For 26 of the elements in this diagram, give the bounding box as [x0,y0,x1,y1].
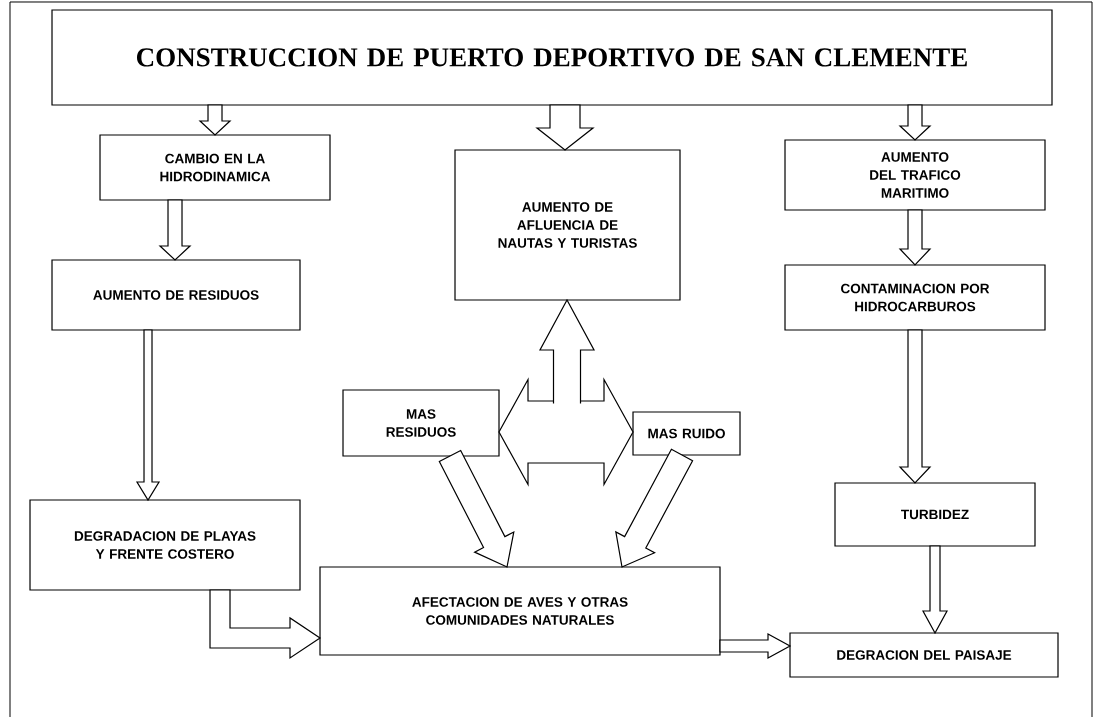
block-arrow [498,377,634,487]
block-arrow [922,545,948,635]
block-arrow [209,589,322,660]
process-box: DEGRADACION DE PLAYAS Y FRENTE COSTERO [29,499,301,591]
block-arrow [898,209,932,266]
title-box: CONSTRUCCION DE PUERTO DEPORTIVO DE SAN CLEMENTE [51,9,1053,106]
block-arrow [898,104,932,141]
process-box: DEGRACION DEL PAISAJE [789,632,1059,678]
process-box: TURBIDEZ [834,482,1036,547]
process-box: AUMENTO DE RESIDUOS [51,259,301,331]
process-box: AFECTACION DE AVES Y OTRAS COMUNIDADES NATURALES [319,566,721,656]
process-box: MAS RESIDUOS [342,389,500,457]
process-box: AUMENTO DE AFLUENCIA DE NAUTAS Y TURISTAS [454,149,681,301]
block-arrow [615,448,694,568]
process-box: CONTAMINACION POR HIDROCARBUROS [784,264,1046,331]
process-box: AUMENTO DEL TRAFICO MARITIMO [784,139,1046,211]
block-arrow [135,329,161,502]
block-arrow [898,329,932,484]
block-arrow [158,199,192,261]
process-box: CAMBIO EN LA HIDRODINAMICA [99,134,331,201]
block-arrow [719,632,792,659]
block-arrow [539,298,595,405]
block-arrow [198,104,232,136]
process-box: MAS RUIDO [632,411,741,456]
block-arrow [535,104,595,151]
block-arrow [438,449,515,568]
